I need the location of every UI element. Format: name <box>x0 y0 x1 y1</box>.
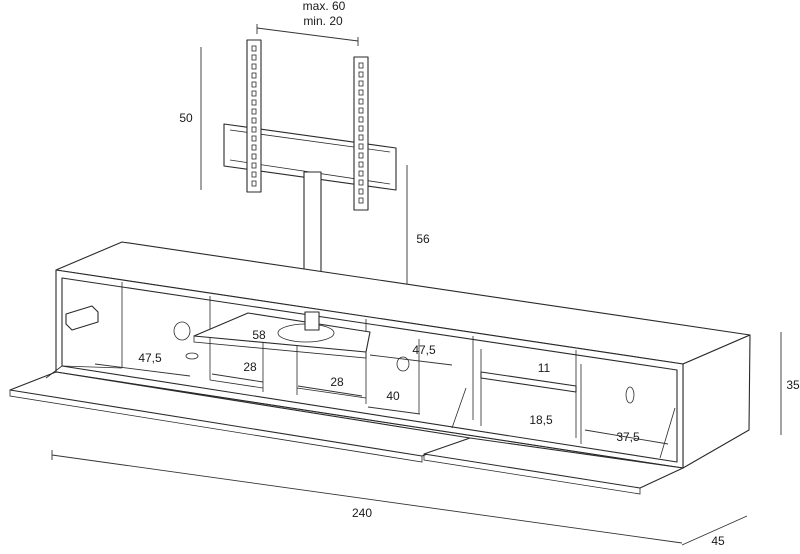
rail-slot <box>358 143 364 150</box>
tv-mount <box>223 39 397 283</box>
right-depth-label: 37,5 <box>616 430 640 444</box>
rail-slot <box>251 81 257 88</box>
rail-slot <box>358 179 364 186</box>
shelf-width-label: 58 <box>252 328 266 342</box>
rail-slot <box>251 180 257 187</box>
mount-column <box>303 171 322 283</box>
column-height-label: 56 <box>416 232 430 246</box>
rail-slot <box>358 134 364 141</box>
rail-slot <box>358 161 364 168</box>
rail-slot <box>251 72 257 79</box>
mid-width-label: 40 <box>386 389 400 403</box>
vesa-max-label: max. 60 <box>303 0 346 13</box>
rail-slot <box>358 116 364 123</box>
flap-right <box>423 407 684 495</box>
right-lower-label: 18,5 <box>529 413 553 427</box>
rail-slot <box>251 144 257 151</box>
cabinet-opening <box>61 277 678 463</box>
total-depth-label: 45 <box>711 534 725 548</box>
vesa-dimension: max. 60 min. 20 <box>256 0 359 46</box>
total-width-label: 240 <box>352 506 372 520</box>
mount-height-label: 50 <box>179 111 193 125</box>
rail-slot <box>251 135 257 142</box>
rail-slot <box>358 152 364 159</box>
cabinet <box>55 241 751 469</box>
rail-slot <box>251 63 257 70</box>
receiver-module <box>65 305 99 331</box>
right-shelf-label: 11 <box>538 361 551 375</box>
rail-slot <box>358 62 364 69</box>
rail-slot <box>251 126 257 133</box>
rail-slot <box>358 125 364 132</box>
rail-slot <box>358 170 364 177</box>
rail-slot <box>358 80 364 87</box>
left-height-label: 28 <box>243 360 257 374</box>
mount-height-dimension: 50 <box>179 47 202 190</box>
rail-slot <box>251 54 257 61</box>
mount-rail-right <box>353 56 369 211</box>
mount-rail-left <box>246 39 262 193</box>
vesa-min-label: min. 20 <box>303 14 343 28</box>
rail-slot <box>251 171 257 178</box>
rail-slot <box>251 117 257 124</box>
mount-crossbar <box>223 123 397 191</box>
left-depth-label: 47,5 <box>138 351 162 365</box>
column-height-dimension: 56 <box>406 165 430 300</box>
right-shelf <box>480 371 577 393</box>
rail-slot <box>358 71 364 78</box>
center-depth-label: 47,5 <box>412 343 436 357</box>
rail-slot <box>358 98 364 105</box>
rail-slot <box>251 162 257 169</box>
rail-slot <box>358 107 364 114</box>
rail-slot <box>251 90 257 97</box>
rail-slot <box>251 153 257 160</box>
outer-dimensions: 35 240 45 <box>51 332 800 548</box>
body-height-label: 35 <box>786 378 800 392</box>
rail-slot <box>251 108 257 115</box>
rail-slot <box>251 45 257 52</box>
rail-slot <box>358 89 364 96</box>
center-shelf <box>193 312 371 353</box>
rail-slot <box>358 197 364 204</box>
mid-height-label: 28 <box>330 375 344 389</box>
rail-slot <box>251 99 257 106</box>
rail-slot <box>358 188 364 195</box>
inner-dimensions: 47,5 28 58 28 40 47,5 11 18,5 37,5 <box>94 328 669 445</box>
